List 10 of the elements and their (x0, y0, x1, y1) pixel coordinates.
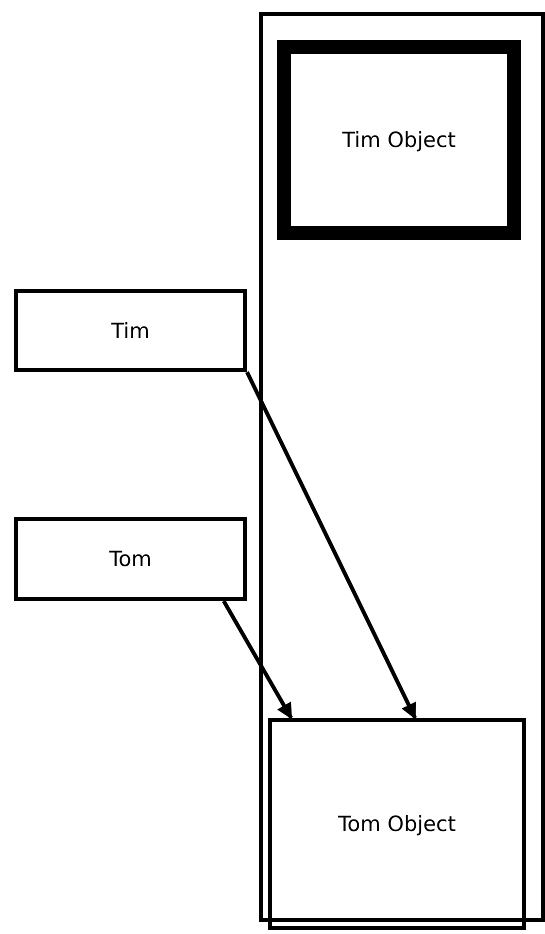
object-box (268, 718, 526, 930)
object-box (14, 289, 247, 372)
node-label: Tim Object (342, 128, 456, 152)
node-label: Tom (109, 547, 152, 571)
arrow (245, 371, 417, 720)
object-box (14, 517, 247, 601)
object-box (277, 40, 521, 240)
arrow (222, 600, 293, 720)
node-label: Tim (111, 318, 150, 342)
node-label: Tom Object (338, 812, 456, 836)
